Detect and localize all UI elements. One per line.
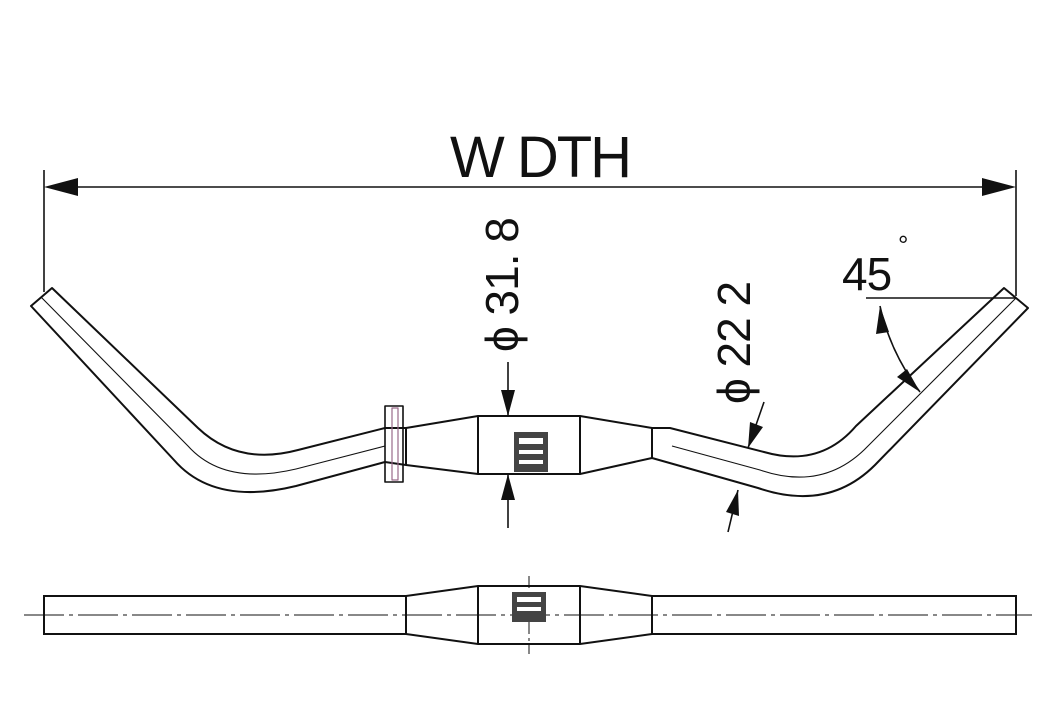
grip-diameter-dimension — [726, 401, 765, 533]
grip-diameter-label: ϕ 22 2 — [708, 282, 760, 404]
width-dimension — [43, 170, 1017, 296]
angle-label: 45 — [842, 248, 891, 300]
angle-dimension — [866, 297, 1016, 393]
width-label: W DTH — [450, 125, 630, 190]
degree-symbol: ° — [898, 230, 908, 260]
clamp-diameter-label: ϕ 31. 8 — [476, 218, 528, 352]
logo-emblem-top — [512, 592, 546, 622]
logo-emblem-front — [514, 432, 548, 472]
clamp-diameter-dimension — [501, 362, 515, 528]
